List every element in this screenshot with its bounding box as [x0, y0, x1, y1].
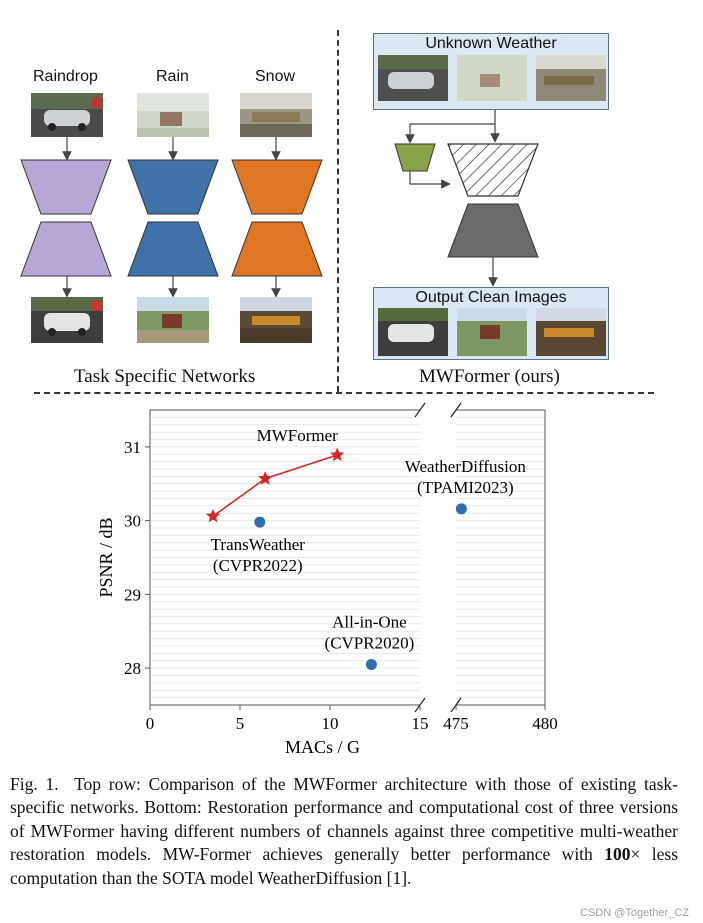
annotation-3-sub: (CVPR2020) [325, 633, 415, 652]
x-tick-label: 0 [146, 714, 155, 733]
raindrop-input-image [31, 93, 103, 137]
x-tick-label: 475 [443, 714, 469, 733]
caption-prefix: Fig. 1. [10, 774, 59, 794]
y-tick-label: 30 [124, 512, 141, 531]
panel-divider [337, 30, 339, 392]
mwformer-decoder [447, 203, 539, 258]
column-title-raindrop: Raindrop [33, 68, 98, 85]
snow-decoder [231, 221, 323, 277]
axis-break-mark [450, 402, 462, 418]
output-clean-image-2 [457, 308, 527, 356]
left-axes-frame [149, 409, 420, 706]
star-point-mwformer [330, 447, 345, 462]
unknown-weather-title: Unknown Weather [425, 35, 557, 52]
rain-input-image [137, 93, 209, 137]
unknown-weather-image-3 [536, 55, 606, 101]
point-all-in-one [365, 658, 377, 670]
annotation-3: All-in-One [332, 612, 407, 631]
point-weatherdiffusion [455, 503, 467, 515]
star-point-mwformer [258, 471, 273, 485]
raindrop-output-image [31, 297, 103, 343]
y-axis-label: PSNR / dB [96, 517, 116, 597]
axis-break-mark [414, 402, 426, 418]
x-tick-label: 15 [412, 714, 429, 733]
output-clean-images-title: Output Clean Images [415, 289, 567, 306]
annotation-2: TransWeather [211, 535, 306, 554]
series-line-mwformer [212, 454, 338, 517]
task-specific-diagram [20, 93, 323, 343]
annotation-2-sub: (CVPR2022) [213, 556, 303, 575]
output-clean-image-3 [536, 308, 606, 356]
snow-encoder [231, 159, 323, 215]
y-tick-label: 31 [124, 438, 141, 457]
column-title-rain: Rain [156, 68, 189, 85]
raindrop-decoder [20, 221, 112, 277]
unknown-weather-image-1 [378, 55, 448, 101]
rain-decoder [127, 221, 219, 277]
row-divider [34, 392, 654, 394]
y-tick-label: 29 [124, 585, 141, 604]
column-title-snow: Snow [255, 68, 296, 85]
output-clean-image-1 [378, 308, 448, 356]
task-specific-title: Task Specific Networks [74, 366, 256, 387]
mwformer-encoder [447, 143, 539, 197]
mwformer-title: MWFormer (ours) [419, 366, 560, 387]
x-tick-label: 480 [532, 714, 558, 733]
annotation-1: MWFormer [257, 426, 339, 445]
snow-input-image [240, 93, 312, 137]
watermark: CSDN @Together_CZ [580, 907, 689, 919]
x-axis-label: MACs / G [285, 737, 360, 757]
weather-feature-net [394, 143, 436, 172]
right-axes-frame [456, 409, 546, 706]
caption-text-2: × less computation than the SOTA model W… [10, 844, 678, 888]
caption-bold: 100 [604, 844, 631, 865]
rain-output-image [137, 297, 209, 343]
annotation-4: WeatherDiffusion [405, 457, 527, 476]
figure-caption: Fig. 1. Top row: Comparison of the MWFor… [10, 773, 678, 890]
rain-encoder [127, 159, 219, 215]
mwformer-diagram [378, 55, 606, 356]
star-point-mwformer [205, 508, 221, 523]
raindrop-encoder [20, 159, 112, 215]
annotation-4-sub: (TPAMI2023) [417, 478, 514, 497]
y-tick-label: 28 [124, 659, 141, 678]
x-tick-label: 10 [322, 714, 339, 733]
snow-output-image [240, 297, 312, 343]
unknown-weather-image-2 [457, 55, 527, 101]
caption-text-1: Top row: Comparison of the MWFormer arch… [10, 774, 678, 865]
point-transweather [254, 516, 266, 528]
x-tick-label: 5 [236, 714, 245, 733]
